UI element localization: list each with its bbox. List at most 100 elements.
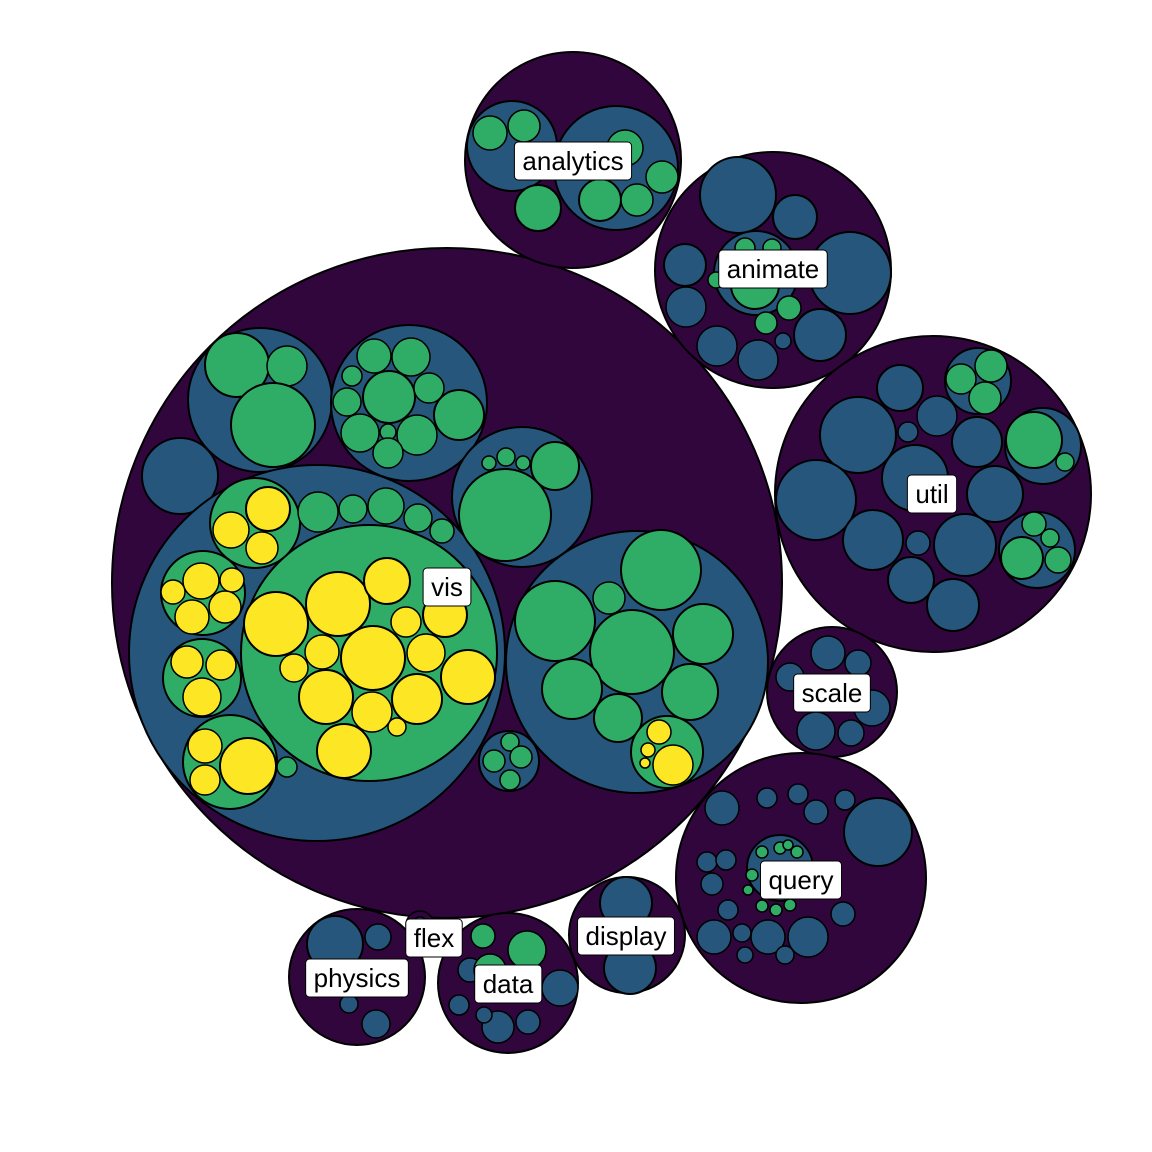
node-circle-depth3-vis [391, 337, 431, 377]
label-box [577, 916, 675, 956]
node-circle-depth3-vis [396, 414, 438, 456]
label-util: util [906, 474, 958, 514]
label-text: util [915, 479, 948, 509]
node-circle-depth2-animate [665, 286, 707, 328]
node-circle-depth3-vis [276, 756, 298, 778]
label-box [474, 964, 543, 1004]
node-circle-depth3-vis [530, 441, 580, 491]
node-circle-depth2-query [803, 799, 829, 825]
label-text: analytics [522, 146, 623, 176]
node-circle-depth2-data [515, 1009, 541, 1035]
node-circle-depth4-vis [182, 677, 222, 717]
node-circle-depth2-util [819, 396, 897, 474]
node-circle-depth2-util [876, 364, 924, 412]
node-circle-depth3-query [755, 899, 769, 913]
node-circle-depth2-util [887, 556, 935, 604]
node-circle-depth2-scale [810, 635, 846, 671]
node-circle-depth4-vis [245, 486, 291, 532]
node-circle-depth2-query [834, 789, 856, 811]
node-circle-depth3-vis [367, 487, 405, 525]
node-circle-depth3-vis [372, 437, 404, 469]
label-scale: scale [793, 673, 871, 713]
node-circle-depth2-data [541, 969, 579, 1007]
node-circle-depth3-vis [661, 663, 719, 721]
label-animate: animate [718, 249, 828, 289]
node-circle-depth2-animate [737, 339, 779, 381]
node-circle-depth3-vis [541, 658, 603, 720]
label-box [422, 567, 472, 607]
node-circle-depth3-query [755, 845, 769, 859]
node-circle-depth4-vis [363, 557, 411, 605]
label-analytics: analytics [513, 141, 633, 181]
label-vis: vis [422, 567, 472, 607]
node-circle-depth3-util [1055, 452, 1075, 472]
node-circle-depth4-vis [174, 599, 210, 635]
label-text: flex [414, 923, 454, 953]
node-circle-depth3-vis [341, 365, 363, 387]
node-circle-depth4-vis [212, 511, 250, 549]
node-circle-depth2-animate [772, 194, 818, 240]
node-circle-depth3-vis [340, 413, 380, 453]
node-circle-depth4-vis [406, 633, 446, 673]
node-circle-depth2-physics [364, 923, 392, 951]
label-box [405, 918, 463, 958]
node-circle-depth2-util [842, 509, 904, 571]
node-circle-depth2-query [704, 790, 740, 826]
node-circle-depth3-vis [482, 749, 506, 773]
node-circle-depth2-data [448, 994, 470, 1016]
label-box [305, 958, 409, 998]
node-circle-depth2-query [717, 899, 739, 921]
node-circle-depth3-vis [500, 732, 520, 752]
node-circle-depth3-util [1044, 546, 1072, 574]
node-circle-depth4-vis [298, 669, 354, 725]
node-circle-depth4-vis [387, 717, 407, 737]
node-circle-depth2-util [951, 416, 1003, 468]
node-circle-depth2-animate [663, 243, 707, 287]
node-circle-depth3-vis [481, 455, 497, 471]
node-circle-depth4-vis [639, 757, 651, 769]
node-circle-depth4-vis [182, 562, 220, 600]
node-circle-depth2-animate [696, 325, 738, 367]
node-circle-depth3-analytics [507, 109, 541, 143]
node-circle-depth4-vis [391, 673, 443, 725]
node-circle-depth3-vis [266, 345, 308, 387]
label-box [718, 249, 828, 289]
node-circle-depth2-scale [796, 711, 836, 751]
node-circle-depth3-analytics [578, 178, 622, 222]
node-circle-depth3-vis [433, 389, 485, 441]
node-circle-depth3-vis [403, 503, 433, 533]
node-circle-depth3-util [1005, 411, 1063, 469]
node-circle-depth3-vis [458, 468, 552, 562]
label-text: physics [314, 963, 401, 993]
node-circle-depth4-vis [351, 691, 393, 733]
node-circle-depth4-vis [340, 625, 406, 691]
node-circle-depth3-vis [332, 387, 362, 417]
node-circle-depth3-vis [509, 745, 533, 769]
label-flex: flex [405, 918, 463, 958]
node-circle-depth3-vis [515, 455, 531, 471]
node-circle-depth4-vis [205, 649, 237, 681]
node-circle-depth2-data [475, 1006, 493, 1024]
label-text: animate [727, 254, 820, 284]
node-circle-depth3-vis [496, 447, 516, 467]
node-circle-depth3-query [742, 884, 754, 896]
node-circle-depth4-vis [390, 606, 422, 638]
node-circle-depth2-vis [141, 437, 219, 515]
node-circle-depth3-vis [429, 518, 455, 544]
node-circle-depth2-scale [844, 649, 872, 677]
node-circle-depth2-query [830, 901, 856, 927]
node-circle-depth2-query [843, 797, 913, 867]
node-circle-depth4-vis [219, 737, 277, 795]
node-circle-depth3-analytics [620, 183, 654, 217]
node-circle-depth4-vis [279, 653, 309, 683]
label-data: data [474, 964, 543, 1004]
node-circle-depth2-animate [793, 308, 847, 362]
node-circle-depth3-analytics [645, 160, 679, 194]
node-circle-depth3-vis [672, 603, 734, 665]
node-circle-depth3-util [968, 381, 1002, 415]
node-circle-depth2-util [897, 421, 919, 443]
label-box [759, 860, 843, 900]
label-box [513, 141, 633, 181]
node-circle-depth3-data [507, 930, 547, 970]
label-text: vis [431, 572, 463, 602]
